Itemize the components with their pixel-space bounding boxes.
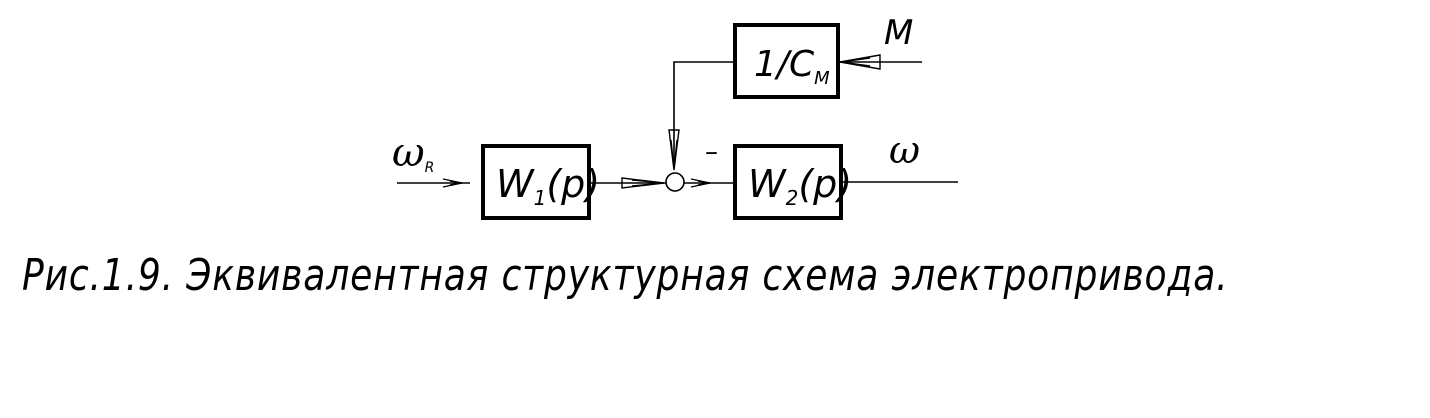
w1-output-arrow — [621, 177, 665, 189]
summing-junction — [665, 172, 685, 192]
block-feedback — [733, 23, 840, 99]
block-w1-label: W1(p) — [496, 162, 600, 210]
output-label: ω — [889, 128, 920, 172]
block-w2-label: W2(p) — [748, 162, 852, 210]
feedback-arrow — [668, 129, 680, 171]
block-feedback-label: 1/CM — [754, 44, 830, 89]
input-label: ωR — [392, 130, 434, 176]
input-arrow — [442, 178, 463, 188]
block-w2 — [733, 144, 843, 220]
feedback-line — [673, 61, 735, 168]
disturbance-label: M — [884, 13, 913, 53]
block-diagram: W1(p) – W2(p) 1/CM M ωR ω — [392, 13, 958, 220]
figure-caption: Рис.1.9. Эквивалентная структурная схема… — [22, 250, 1229, 301]
junction-output-arrow — [690, 178, 711, 188]
minus-sign: – — [705, 137, 718, 167]
block-w1 — [481, 144, 591, 220]
disturbance-arrow — [839, 54, 881, 70]
